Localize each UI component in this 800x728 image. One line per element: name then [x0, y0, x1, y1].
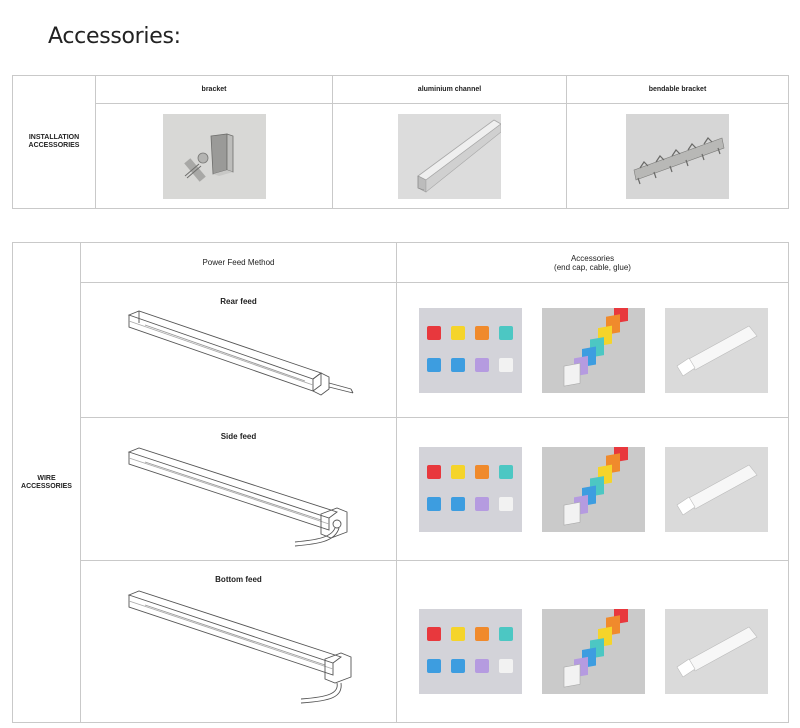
bendable-bracket-header: bendable bracket — [566, 75, 789, 104]
wire-category-line2: ACCESSORIES — [21, 482, 72, 490]
bottom-feed-drawing-icon — [127, 590, 352, 704]
bendable-bracket-photo-icon — [626, 113, 729, 199]
bottom-feed-cell: Bottom feed — [80, 560, 397, 723]
end-cap-set-photo-icon — [419, 609, 522, 694]
aluminium-channel-photo-icon — [398, 113, 501, 199]
installation-accessories-table: INSTALLATION ACCESSORIES bracket alumini… — [12, 75, 789, 209]
rear-feed-accessories-cell — [396, 282, 789, 418]
side-feed-cell: Side feed — [80, 417, 397, 561]
rear-feed-drawing-icon — [127, 310, 354, 396]
aluminium-channel-header: aluminium channel — [332, 75, 567, 104]
installation-category-line2: ACCESSORIES — [28, 142, 80, 149]
wire-accessories-table: WIRE ACCESSORIES Power Feed Method Acces… — [12, 242, 789, 723]
glue-tube-photo-icon — [665, 609, 768, 694]
accessories-header-line2: (end cap, cable, glue) — [554, 262, 631, 272]
page-title: Accessories: — [48, 24, 181, 49]
end-cap-stack-photo-icon — [542, 446, 645, 532]
rear-feed-accessories-row — [397, 307, 788, 393]
bracket-screw-photo-icon — [162, 113, 266, 199]
accessories-header: Accessories (end cap, cable, glue) — [396, 242, 789, 283]
bottom-feed-label: Bottom feed — [215, 575, 262, 584]
accessories-header-line1: Accessories — [570, 253, 615, 263]
rear-feed-label: Rear feed — [220, 297, 257, 306]
side-feed-drawing-icon — [127, 447, 348, 547]
bracket-header: bracket — [95, 75, 333, 104]
bottom-feed-accessories-row — [397, 589, 788, 694]
rear-feed-cell: Rear feed — [80, 282, 397, 418]
wire-category-cell: WIRE ACCESSORIES — [12, 242, 81, 723]
bottom-feed-accessories-cell — [396, 560, 789, 723]
side-feed-accessories-cell — [396, 417, 789, 561]
end-cap-set-photo-icon — [419, 307, 522, 393]
end-cap-stack-photo-icon — [542, 307, 645, 393]
glue-tube-photo-icon — [665, 307, 768, 393]
side-feed-label: Side feed — [220, 432, 257, 441]
aluminium-channel-image-cell — [332, 103, 567, 209]
end-cap-stack-photo-icon — [542, 609, 645, 694]
glue-tube-photo-icon — [665, 446, 768, 532]
installation-category-line1: INSTALLATION — [28, 134, 80, 141]
bendable-bracket-image-cell — [566, 103, 789, 209]
bracket-image-cell — [95, 103, 333, 209]
wire-category-line1: WIRE — [37, 474, 56, 482]
end-cap-set-photo-icon — [419, 446, 522, 532]
side-feed-accessories-row — [397, 446, 788, 532]
power-feed-method-header: Power Feed Method — [80, 242, 397, 283]
installation-category-cell: INSTALLATION ACCESSORIES — [12, 75, 96, 209]
